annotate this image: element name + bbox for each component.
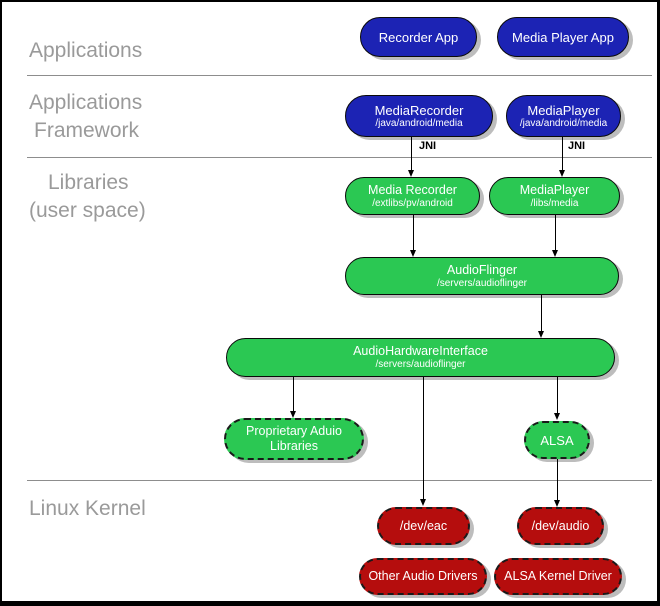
arrow-audioflinger-to-ahi [537, 295, 544, 338]
layer-label-linux-kernel: Linux Kernel [29, 497, 146, 520]
layer-label-libraries-line2: (user space) [29, 199, 146, 222]
node-mediaplayer-framework-title: MediaPlayer [527, 102, 600, 118]
node-proprietary-title-line2: Libraries [270, 439, 318, 453]
node-dev-eac: /dev/eac [377, 507, 470, 545]
node-alsa-title: ALSA [540, 432, 574, 448]
divider-libraries-kernel [27, 480, 652, 481]
arrow-mediaplayer-to-audioflinger [551, 215, 558, 257]
jni-label-right: JNI [568, 140, 586, 152]
node-media-recorder-lib-path: /extlibs/pv/android [372, 197, 453, 209]
node-media-recorder-lib: Media Recorder /extlibs/pv/android [345, 177, 480, 215]
node-other-audio-drivers: Other Audio Drivers [359, 558, 487, 595]
node-audiohardwareinterface-path: /servers/audioflinger [375, 359, 466, 370]
node-mediaplayer-lib-title: MediaPlayer [519, 182, 590, 197]
node-mediarecorder-framework-path: /java/android/media [375, 117, 463, 129]
node-mediaplayer-framework: MediaPlayer /java/android/media [506, 95, 621, 137]
node-alsa-kernel-driver: ALSA Kernel Driver [494, 558, 622, 595]
layer-label-framework-line2: Framework [34, 119, 140, 142]
node-audioflinger: AudioFlinger /servers/audioflinger [345, 257, 619, 295]
node-proprietary-audio-libraries: Proprietary Aduio Libraries [224, 418, 364, 460]
jni-label-left: JNI [419, 140, 437, 152]
layer-label-libraries-line1: Libraries [48, 171, 129, 194]
node-dev-audio-title: /dev/audio [531, 518, 590, 533]
arrow-ahi-to-proprietary [289, 377, 296, 418]
node-audioflinger-title: AudioFlinger [446, 262, 518, 277]
arrow-alsa-to-dev-audio [553, 459, 560, 507]
node-recorder-app-title: Recorder App [378, 29, 459, 45]
node-alsa-kernel-driver-title: ALSA Kernel Driver [504, 569, 612, 583]
node-mediarecorder-framework: MediaRecorder /java/android/media [345, 95, 493, 137]
node-audiohardwareinterface: AudioHardwareInterface /servers/audiofli… [226, 338, 615, 377]
node-media-player-app-title: Media Player App [512, 29, 614, 45]
node-audioflinger-path: /servers/audioflinger [436, 277, 528, 289]
node-recorder-app: Recorder App [360, 17, 477, 57]
arrow-mediarecorder-to-audioflinger [409, 215, 416, 257]
node-media-player-app: Media Player App [497, 17, 629, 57]
node-mediarecorder-framework-title: MediaRecorder [374, 102, 464, 118]
node-alsa: ALSA [524, 421, 590, 459]
node-proprietary-title-line1: Proprietary Aduio [246, 424, 342, 438]
node-dev-eac-title: /dev/eac [399, 518, 448, 533]
arrow-ahi-to-alsa [553, 377, 560, 420]
node-audiohardwareinterface-title: AudioHardwareInterface [353, 344, 488, 358]
arrow-mediaplayer-jni [558, 137, 565, 177]
node-mediaplayer-lib: MediaPlayer /libs/media [489, 177, 620, 215]
arrow-ahi-to-dev-eac [419, 377, 426, 506]
divider-applications-framework [27, 75, 652, 76]
node-mediaplayer-framework-path: /java/android/media [519, 117, 608, 129]
layer-label-applications: Applications [29, 39, 143, 62]
node-media-recorder-lib-title: Media Recorder [368, 182, 457, 197]
layer-label-framework-line1: Applications [29, 91, 143, 114]
node-mediaplayer-lib-path: /libs/media [530, 197, 579, 209]
node-dev-audio: /dev/audio [517, 507, 604, 545]
node-other-audio-drivers-title: Other Audio Drivers [368, 569, 478, 583]
arrow-mediarecorder-jni [407, 137, 414, 177]
divider-framework-libraries [27, 157, 652, 158]
